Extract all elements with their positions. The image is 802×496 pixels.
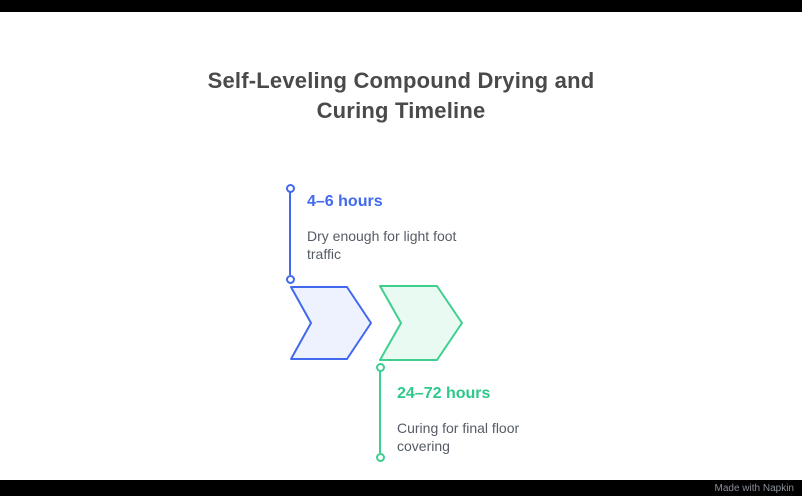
diagram-title-line2: Curing Timeline (316, 98, 486, 123)
diagram-canvas (0, 12, 802, 480)
timeline-dot-bottom-m1 (286, 275, 295, 284)
timeline-connector-m2 (379, 370, 381, 453)
chevron-step-2 (379, 285, 463, 361)
chevron-step-1 (290, 286, 372, 360)
diagram-title: Self-Leveling Compound Drying and Curing… (0, 66, 802, 126)
diagram-title-line1: Self-Leveling Compound Drying and (207, 68, 595, 93)
bottom-letterbox (0, 480, 802, 496)
watermark-text: Made with Napkin (714, 483, 794, 494)
milestone-2-description: Curing for final floor covering (397, 420, 520, 454)
milestone-1-duration: 4–6 hours (307, 193, 383, 210)
top-letterbox (0, 0, 802, 12)
milestone-1-description: Dry enough for light foot traffic (307, 228, 457, 262)
timeline-connector-m1 (289, 191, 291, 275)
milestone-2-duration: 24–72 hours (397, 385, 491, 402)
timeline-dot-bottom-m2 (376, 453, 385, 462)
